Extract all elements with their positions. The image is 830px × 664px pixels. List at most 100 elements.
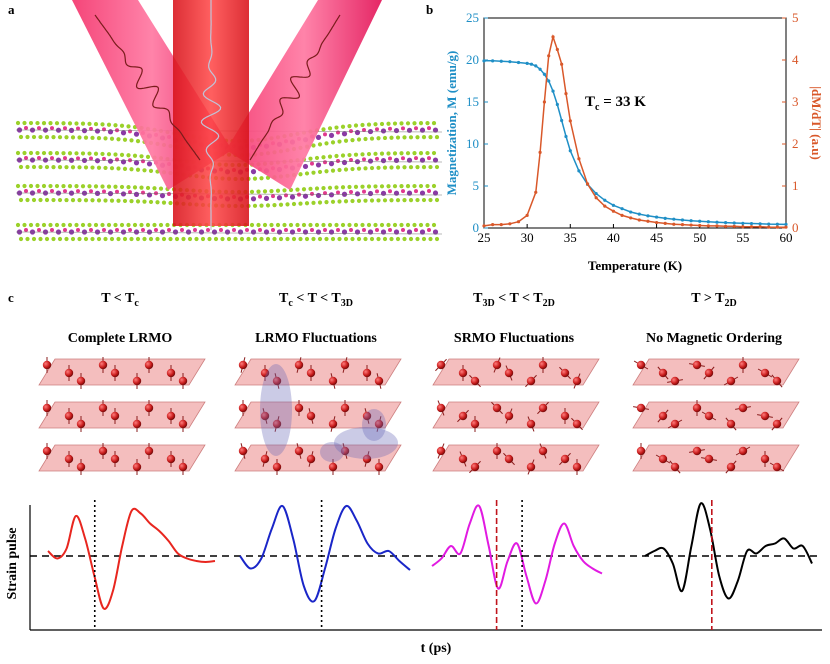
lattice-atom bbox=[252, 203, 258, 208]
lattice-atom bbox=[67, 184, 73, 189]
lattice-atom bbox=[285, 236, 290, 242]
lattice-atom bbox=[64, 135, 69, 140]
lattice-atom bbox=[31, 164, 37, 170]
lattice-atom bbox=[431, 183, 437, 189]
lattice-atom bbox=[61, 183, 66, 189]
lattice-atom bbox=[24, 126, 28, 131]
derivative-point bbox=[542, 100, 547, 104]
lattice-atom bbox=[327, 222, 333, 228]
state-title-sub: c bbox=[134, 298, 139, 309]
lattice-atom bbox=[109, 166, 115, 171]
lattice-atom bbox=[379, 184, 385, 189]
lattice-atom bbox=[103, 165, 108, 171]
lattice-atom bbox=[106, 152, 112, 157]
lattice-atom bbox=[399, 121, 404, 126]
lattice-atom bbox=[211, 229, 218, 235]
lattice-atom bbox=[18, 236, 24, 242]
lattice-atom bbox=[180, 228, 184, 232]
lattice-atom bbox=[120, 159, 127, 165]
lattice-atom bbox=[31, 134, 37, 140]
lattice-atom bbox=[388, 156, 392, 161]
lattice-atom bbox=[373, 122, 378, 127]
lattice-atom bbox=[324, 169, 329, 174]
lattice-atom bbox=[38, 197, 43, 203]
lattice-atom bbox=[158, 222, 164, 228]
lattice-atom bbox=[119, 222, 125, 228]
lattice-atom bbox=[89, 156, 93, 161]
lattice-atom bbox=[395, 236, 401, 242]
lattice-atom bbox=[336, 190, 340, 195]
lattice-atom bbox=[301, 187, 307, 192]
lattice-atom bbox=[28, 222, 34, 228]
lattice-atom bbox=[412, 121, 417, 126]
lattice-atom bbox=[382, 198, 388, 203]
lattice-atom bbox=[340, 153, 346, 158]
derivative-point bbox=[689, 223, 693, 227]
lattice-atom bbox=[285, 202, 290, 207]
lattice-atom bbox=[102, 156, 106, 161]
spin-atom bbox=[760, 368, 770, 378]
derivative-point bbox=[629, 216, 633, 220]
spin-atom bbox=[704, 411, 714, 421]
spin-atom bbox=[238, 446, 248, 456]
spin-atom bbox=[470, 462, 480, 472]
lattice-atom bbox=[386, 184, 391, 189]
magnetization-point bbox=[560, 118, 564, 123]
lattice-atom bbox=[311, 170, 316, 175]
lattice-atom bbox=[360, 184, 365, 189]
lattice-atom bbox=[271, 194, 275, 199]
lattice-atom bbox=[64, 236, 69, 242]
lattice-atom bbox=[119, 184, 125, 190]
lattice-atom bbox=[90, 198, 95, 203]
lattice-atom bbox=[334, 222, 339, 228]
x-tick-label: 55 bbox=[736, 230, 749, 245]
lattice-atom bbox=[375, 156, 379, 161]
lattice-atom bbox=[41, 183, 47, 189]
lattice-atom bbox=[44, 164, 50, 170]
lattice-atom bbox=[185, 229, 192, 235]
panel-label-a: a bbox=[8, 2, 15, 17]
state-title-sub2: 2D bbox=[543, 298, 555, 309]
lattice-atom bbox=[181, 236, 186, 242]
lattice-atom bbox=[354, 129, 361, 136]
lattice-atom bbox=[206, 228, 210, 232]
magnetization-point bbox=[611, 203, 616, 207]
lattice-atom bbox=[284, 228, 288, 232]
lattice-atom bbox=[90, 135, 95, 140]
magnetization-point bbox=[749, 221, 754, 226]
spin-atom bbox=[504, 454, 514, 464]
lattice-atom bbox=[76, 189, 80, 194]
panel-label-b: b bbox=[426, 2, 433, 17]
lattice-atom bbox=[310, 228, 314, 232]
lattice-atom bbox=[152, 222, 157, 228]
magnetization-point bbox=[547, 79, 551, 83]
y2-tick-label: 1 bbox=[792, 178, 799, 193]
lattice-atom bbox=[418, 151, 424, 156]
lattice-atom bbox=[349, 228, 353, 232]
x-tick-label: 25 bbox=[478, 230, 491, 245]
x-tick-label: 50 bbox=[693, 230, 706, 245]
lattice-atom bbox=[269, 188, 274, 194]
lattice-atom bbox=[38, 164, 43, 170]
lattice-atom bbox=[107, 129, 114, 135]
derivative-point bbox=[547, 54, 551, 58]
lattice-atom bbox=[334, 125, 339, 130]
lattice-atom bbox=[50, 156, 54, 161]
lattice-atom bbox=[302, 193, 309, 199]
state-title-main: T bbox=[473, 291, 483, 306]
lattice-atom bbox=[87, 184, 92, 189]
lattice-atom bbox=[386, 222, 391, 228]
lattice-atom bbox=[103, 236, 108, 242]
lattice-atom bbox=[263, 229, 270, 235]
magnetization-point bbox=[758, 222, 762, 226]
lattice-atom bbox=[334, 153, 339, 159]
lattice-atom bbox=[393, 229, 400, 235]
lattice-atom bbox=[382, 135, 388, 141]
lattice-atom bbox=[25, 164, 30, 170]
spin-atom bbox=[42, 403, 52, 413]
spin-atom bbox=[98, 403, 108, 413]
lattice-atom bbox=[219, 228, 223, 232]
magnetization-point bbox=[637, 212, 641, 216]
lattice-atom bbox=[70, 236, 76, 242]
lattice-atom bbox=[57, 236, 63, 242]
